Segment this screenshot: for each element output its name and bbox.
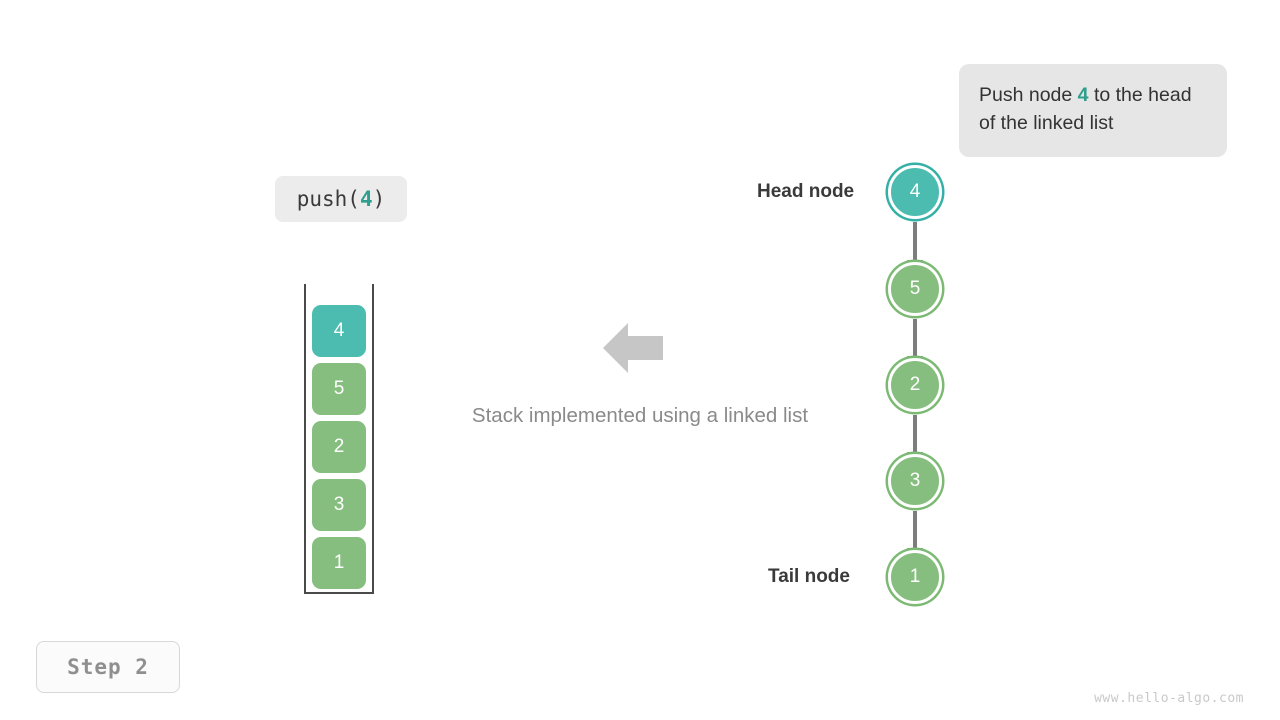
operation-prefix: push(	[296, 187, 360, 211]
stack-box: 4	[312, 305, 366, 357]
stack-box: 5	[312, 363, 366, 415]
stack-wall-right	[372, 284, 374, 594]
stack-floor	[304, 592, 374, 594]
stack-box: 2	[312, 421, 366, 473]
stack-box: 3	[312, 479, 366, 531]
link-arrow-shaft	[913, 222, 917, 268]
link-arrow-shaft	[913, 415, 917, 460]
linked-list: 4 5 2 3 1	[880, 150, 960, 620]
stack-wall-left	[304, 284, 306, 594]
operation-suffix: )	[372, 187, 386, 211]
watermark: www.hello-algo.com	[1094, 691, 1244, 706]
linked-list-node: 5	[888, 262, 942, 316]
linked-list-node: 4	[888, 165, 942, 219]
head-node-label: Head node	[757, 181, 855, 202]
link-arrow-shaft	[913, 511, 917, 556]
operation-label-pill: push(4)	[275, 176, 407, 222]
stack-container: 4 5 2 3 1	[304, 284, 374, 602]
stack-box: 1	[312, 537, 366, 589]
linked-list-node: 3	[888, 454, 942, 508]
link-arrow-shaft	[913, 319, 917, 364]
linked-list-node: 2	[888, 358, 942, 412]
left-arrow-icon	[603, 318, 663, 378]
linked-list-node: 1	[888, 550, 942, 604]
callout-text-before: Push node	[979, 84, 1078, 106]
diagram-caption: Stack implemented using a linked list	[471, 404, 809, 427]
callout-text-after: to the head of the linked list	[979, 84, 1192, 134]
callout-box: Push node 4 to the head of the linked li…	[959, 64, 1227, 158]
step-badge: Step 2	[36, 641, 180, 693]
callout-highlight-value: 4	[1077, 84, 1089, 106]
stack-box-list: 4 5 2 3 1	[312, 305, 366, 595]
tail-node-label: Tail node	[768, 566, 850, 587]
operation-value: 4	[359, 187, 373, 211]
